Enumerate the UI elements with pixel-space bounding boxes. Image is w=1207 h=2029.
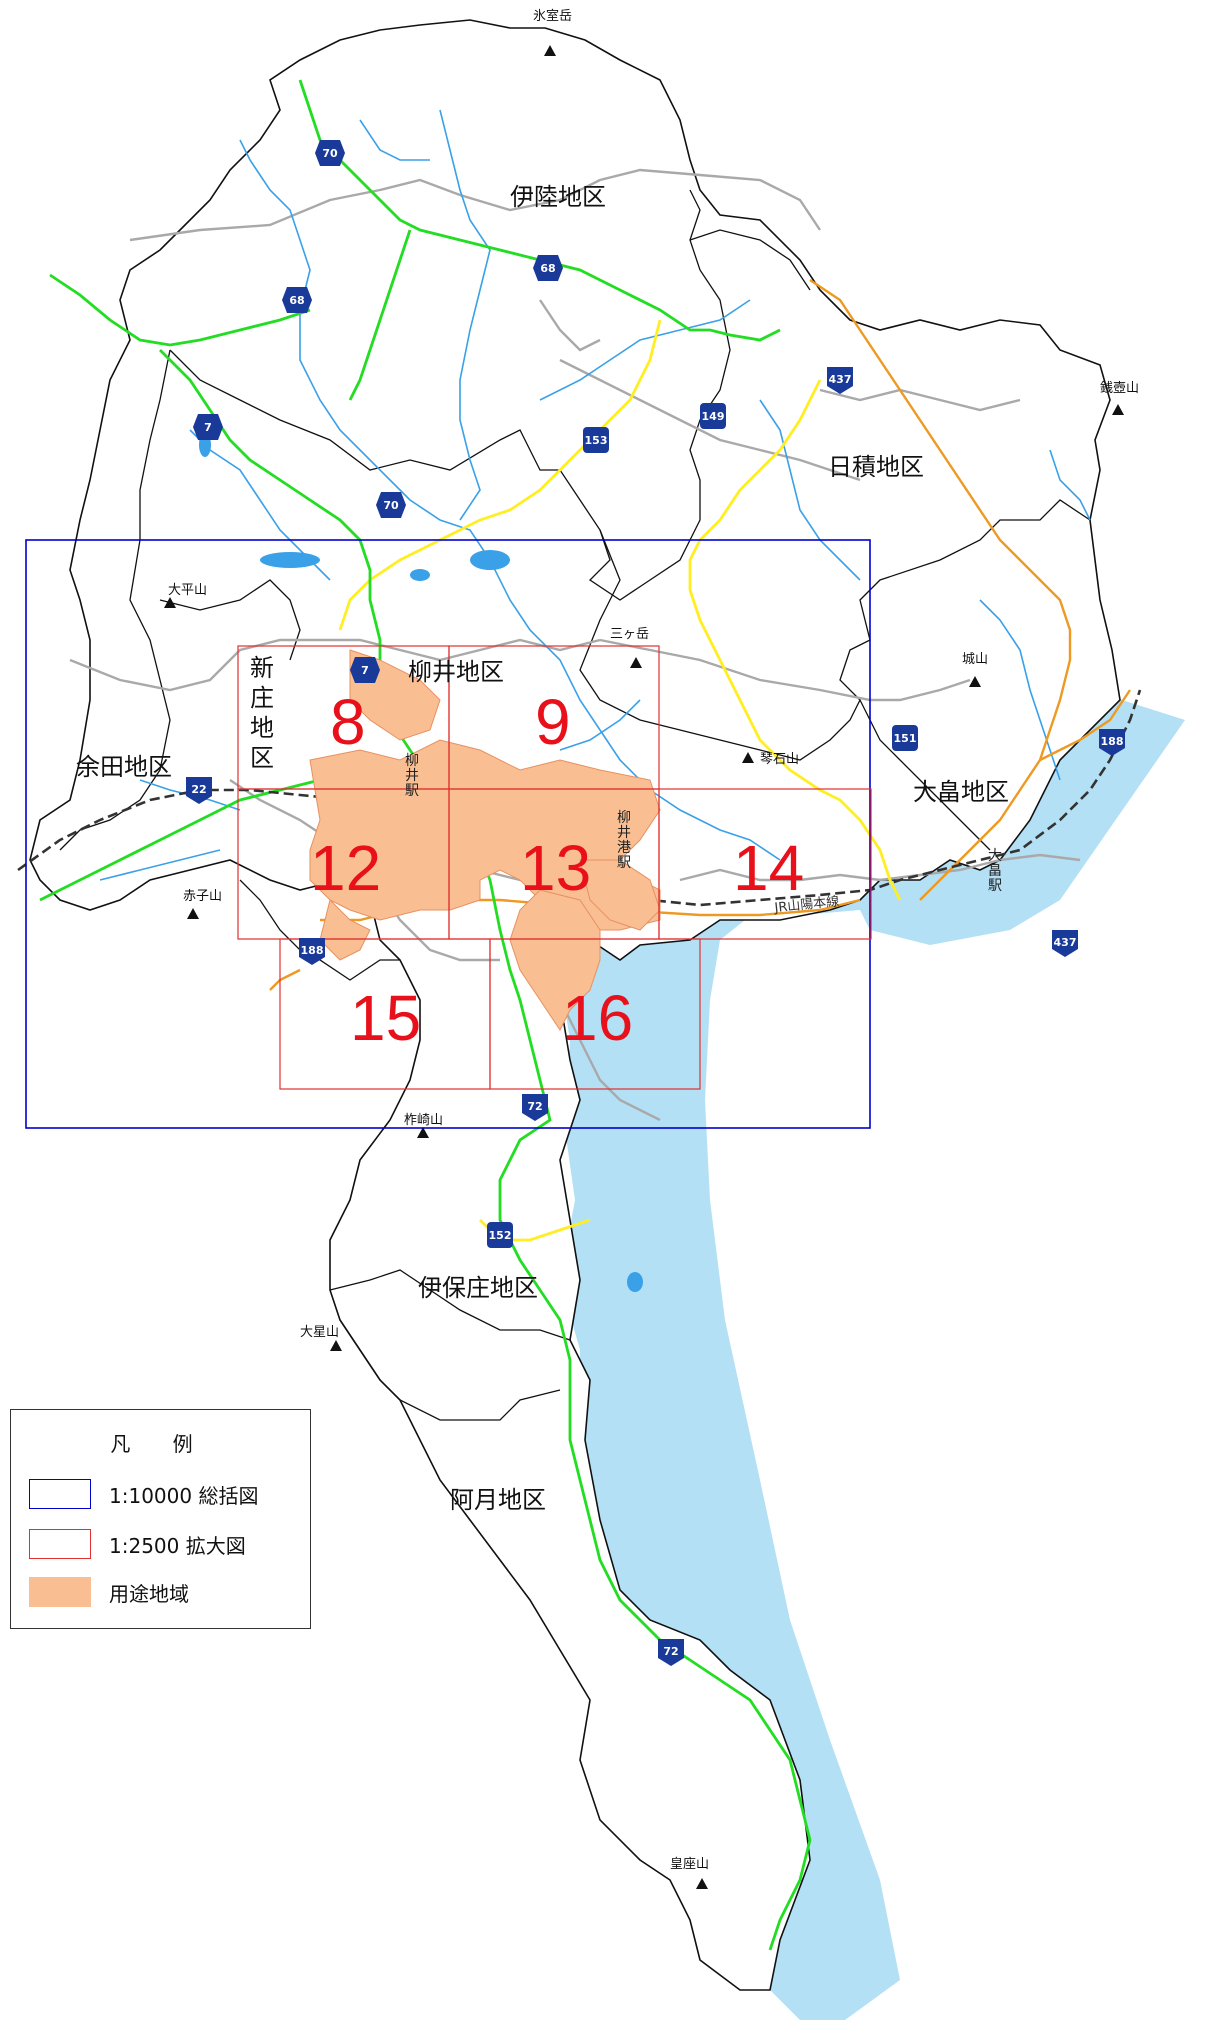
peaks: 氷室岳 銭壺山 大平山 三ヶ岳 城山 琴石山 赤子山 柞崎山 大星山 皇座山	[164, 8, 1139, 1889]
route-shield: 151	[892, 725, 918, 751]
svg-text:149: 149	[702, 410, 725, 423]
district-oobatake: 大畠地区	[913, 778, 1009, 806]
peak-marker	[1112, 404, 1124, 415]
district-hizumi: 日積地区	[828, 453, 924, 481]
svg-text:68: 68	[540, 262, 555, 275]
route-shield: 70	[376, 492, 406, 518]
station-yanai: 柳井駅	[405, 752, 419, 799]
legend-item: 1:2500 拡大図	[29, 1528, 246, 1560]
peak-sangatake: 三ヶ岳	[610, 627, 649, 642]
svg-text:7: 7	[204, 421, 212, 434]
peak-ohira: 大平山	[168, 583, 207, 598]
route-shield: 152	[487, 1222, 513, 1248]
sheet-numbers: 8 9 12 13 14 15 16	[310, 686, 804, 1054]
route-shield: 72	[658, 1639, 684, 1666]
route-shield: 68	[282, 287, 312, 313]
peak-zenko: 銭壺山	[1100, 381, 1139, 396]
stations: 柳井駅 柳井港駅 大畠駅	[405, 752, 1002, 894]
route-shield: 68	[533, 255, 563, 281]
legend-item: 1:10000 総括図	[29, 1478, 258, 1510]
sea-area	[520, 680, 1185, 2020]
station-yanaiminato: 柳井港駅	[617, 809, 631, 871]
peak-marker	[696, 1878, 708, 1889]
svg-text:151: 151	[894, 732, 917, 745]
svg-text:72: 72	[527, 1100, 542, 1113]
peak-marker	[417, 1127, 429, 1138]
frame-1-10000	[25, 539, 871, 1129]
legend-label: 用途地域	[109, 1581, 189, 1606]
svg-text:22: 22	[191, 783, 206, 796]
jr-line-label: JR山陽本線	[773, 893, 840, 916]
district-irikura: 伊陸地区	[510, 183, 606, 211]
legend-label: 1:2500 拡大図	[109, 1533, 246, 1558]
peak-koza: 皇座山	[670, 1857, 709, 1872]
route-shield: 22	[186, 777, 212, 804]
sheet-9: 9	[535, 686, 571, 758]
peak-marker	[544, 45, 556, 56]
svg-text:7: 7	[361, 664, 369, 677]
svg-text:68: 68	[289, 294, 304, 307]
peak-tsugasaki: 柞崎山	[404, 1113, 443, 1128]
sheet-15: 15	[350, 982, 421, 1054]
route-shield: 437	[827, 367, 853, 394]
peak-himuro: 氷室岳	[533, 8, 572, 24]
svg-text:437: 437	[1054, 936, 1077, 949]
route-shield: 153	[583, 427, 609, 453]
peak-marker	[742, 752, 754, 763]
district-yanai: 柳井地区	[408, 658, 504, 686]
sheet-8: 8	[330, 686, 366, 758]
peak-kotoishi: 琴石山	[760, 752, 799, 767]
peak-marker	[969, 676, 981, 687]
route-shield: 7	[350, 657, 380, 683]
svg-text:153: 153	[585, 434, 608, 447]
legend-swatch-use-zone	[29, 1577, 91, 1607]
sheet-16: 16	[562, 982, 633, 1054]
legend-swatch-frame-1-10000	[29, 1479, 91, 1509]
route-shield: 72	[522, 1094, 548, 1121]
city-boundary	[29, 19, 1121, 1991]
district-atsuki: 阿月地区	[450, 1486, 546, 1514]
legend-item: 用途地域	[29, 1576, 189, 1608]
peak-marker	[630, 657, 642, 668]
legend-swatch-frame-1-2500	[29, 1529, 91, 1559]
peak-akago: 赤子山	[183, 889, 222, 904]
sheet-frames	[237, 645, 872, 1090]
svg-text:188: 188	[301, 944, 324, 957]
gray-roads	[69, 168, 1081, 1122]
legend-title: 凡 例	[110, 1432, 211, 1456]
sheet-14: 14	[733, 832, 804, 904]
district-labels: 伊陸地区 日積地区 柳井地区 余田地区 大畠地区 伊保庄地区 阿月地区 新庄地区	[76, 183, 1009, 1514]
svg-text:437: 437	[829, 373, 852, 386]
route-shield: 149	[700, 403, 726, 429]
route-shield: 188	[299, 938, 325, 965]
peak-oboshi: 大星山	[300, 1325, 339, 1340]
district-shinjo: 新庄地区	[250, 654, 274, 772]
legend-label: 1:10000 総括図	[109, 1483, 259, 1508]
svg-text:70: 70	[383, 499, 399, 512]
svg-text:188: 188	[1101, 735, 1124, 748]
district-yoda: 余田地区	[76, 753, 172, 781]
sheet-12: 12	[310, 832, 381, 904]
station-oobatake: 大畠駅	[988, 848, 1002, 894]
svg-text:152: 152	[489, 1229, 512, 1242]
route-shield: 7	[193, 414, 223, 440]
legend: 凡 例 1:10000 総括図 1:2500 拡大図 用途地域	[10, 1409, 311, 1629]
peak-marker	[187, 908, 199, 919]
route-shield: 70	[315, 140, 345, 166]
peak-shiroyama: 城山	[962, 652, 988, 667]
peak-marker	[330, 1340, 342, 1351]
route-shields: 70 68 68 7 7 70 153 149 437 151 188 22 1…	[186, 140, 1125, 1666]
district-boundaries	[59, 189, 1091, 1421]
route-shield: 437	[1052, 930, 1078, 957]
sheet-13: 13	[520, 832, 591, 904]
svg-text:72: 72	[663, 1645, 678, 1658]
peak-marker	[164, 597, 176, 608]
district-ihonosho: 伊保庄地区	[418, 1274, 538, 1302]
route-shield: 188	[1099, 729, 1125, 756]
svg-text:70: 70	[322, 147, 338, 160]
